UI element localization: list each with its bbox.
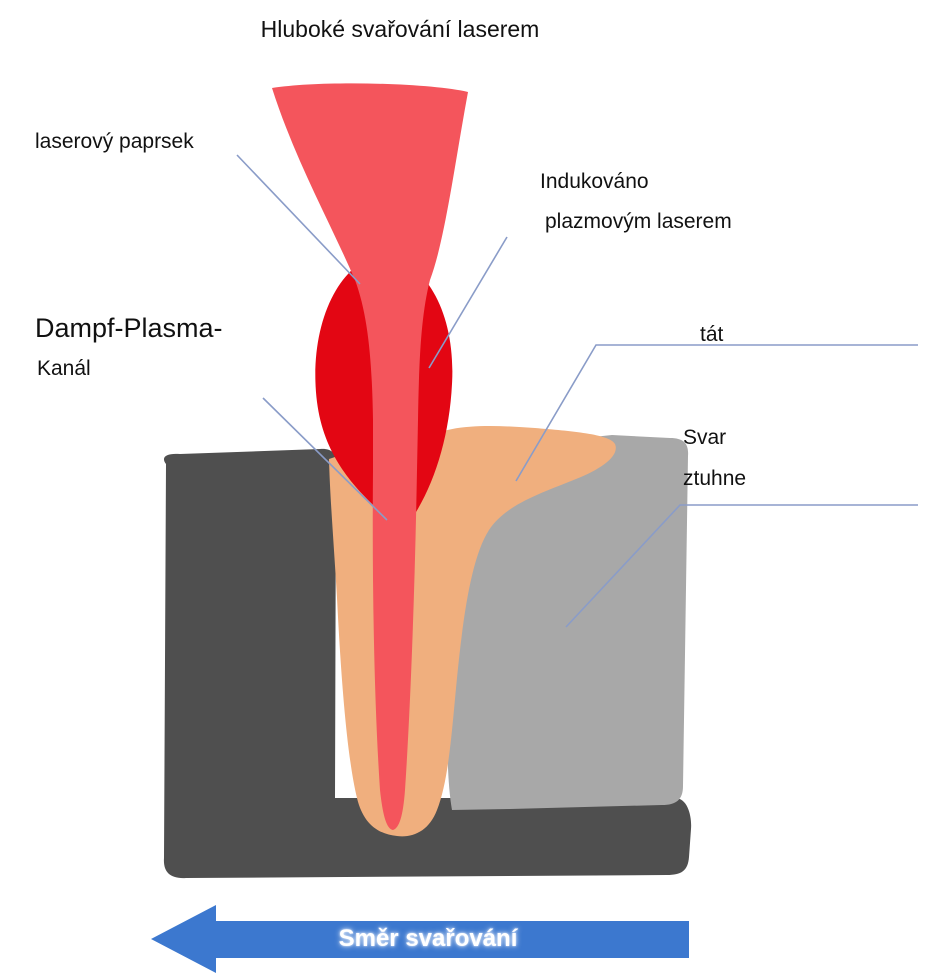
label-laser-beam: laserový paprsek [35, 130, 194, 153]
base-material-shape [163, 448, 692, 879]
label-weld-line1: Svar [683, 426, 727, 449]
label-melt: tát [700, 323, 724, 346]
label-induced-line2: plazmovým laserem [545, 210, 732, 233]
direction-arrow [151, 905, 689, 973]
leader-lines [236, 154, 918, 628]
leader-weld [565, 504, 918, 628]
direction-label: Směr svařování [338, 925, 518, 952]
page-title: Hluboké svařování laserem [260, 16, 540, 42]
leader-melt [515, 344, 918, 482]
label-plasma-channel-line2: Kanál [37, 357, 91, 380]
label-induced-line1: Indukováno [540, 170, 649, 193]
leader-laser-beam [236, 154, 361, 285]
leader-plasma-channel [262, 397, 388, 521]
leader-induced-plasma [428, 236, 508, 369]
label-plasma-channel-line1: Dampf-Plasma- [35, 313, 223, 343]
laser-beam-shape [272, 83, 468, 831]
label-weld-line2: ztuhne [683, 467, 747, 490]
solidified-weld-shape [447, 435, 689, 810]
